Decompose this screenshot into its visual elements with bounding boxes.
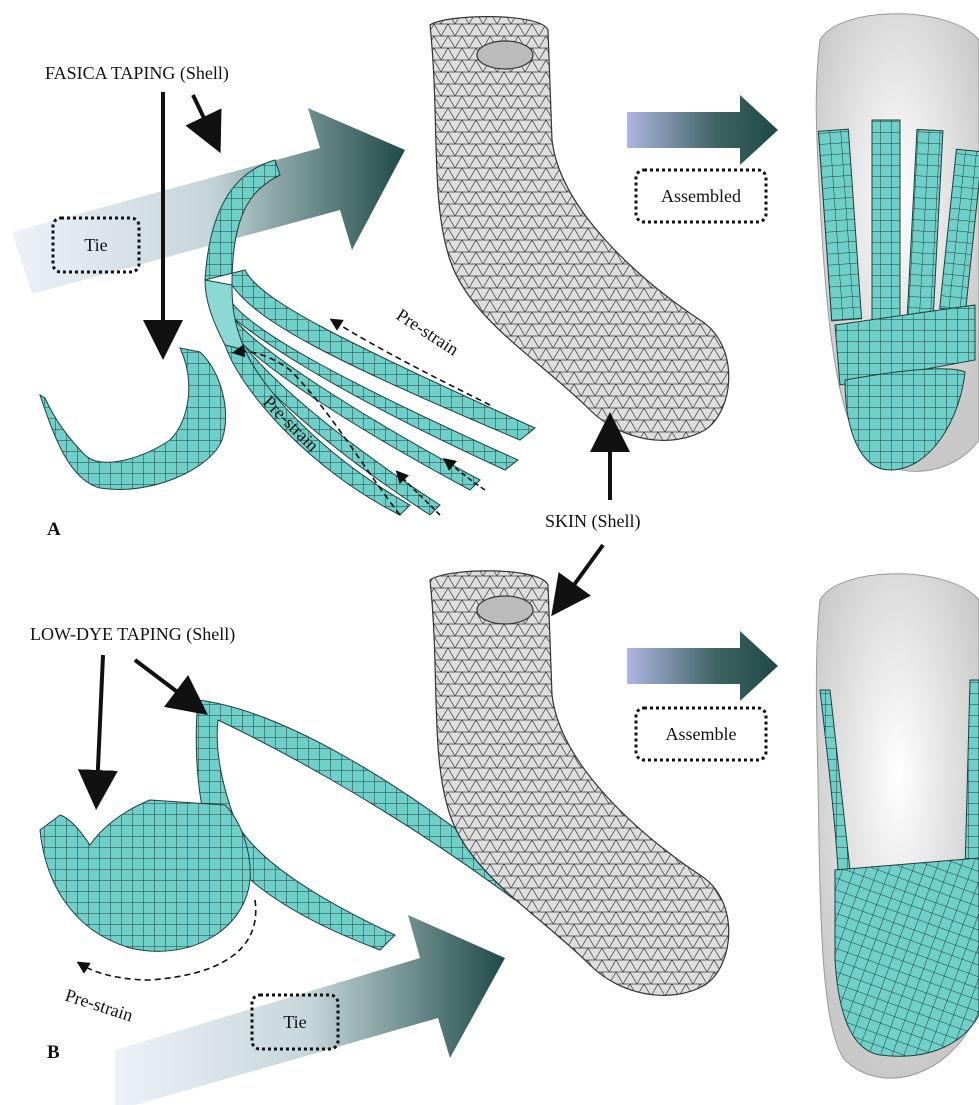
label-low-dye-taping: LOW-DYE TAPING (Shell) [30, 624, 235, 645]
label-assemble: Assemble [666, 724, 737, 744]
arrow-skin-down [563, 545, 603, 600]
label-tie-top: Tie [84, 235, 107, 255]
label-skin: SKIN (Shell) [545, 511, 641, 532]
skin-foot-mesh-b [430, 571, 729, 996]
label-prestrain-1: Pre-strain [393, 305, 463, 360]
arrow-lowdye-down [97, 655, 103, 790]
arrow-fascia-diag [193, 95, 212, 135]
panel-label-a: A [47, 519, 61, 540]
label-prestrain-3: Pre-strain [63, 985, 136, 1026]
arrow-lowdye-diag [135, 660, 192, 703]
heel-tape-b [40, 800, 250, 951]
label-assembled: Assembled [661, 186, 741, 206]
label-fascia-taping: FASICA TAPING (Shell) [45, 63, 229, 84]
assemble-arrow-bottom [627, 631, 778, 701]
assembled-foot-a [816, 14, 979, 472]
label-tie-bottom: Tie [283, 1012, 306, 1032]
assembled-foot-b [816, 574, 979, 1078]
skin-foot-mesh-a [430, 17, 729, 441]
assemble-arrow-top [627, 95, 778, 165]
panel-label-b: B [47, 1042, 60, 1063]
heel-tape-a [40, 348, 226, 489]
